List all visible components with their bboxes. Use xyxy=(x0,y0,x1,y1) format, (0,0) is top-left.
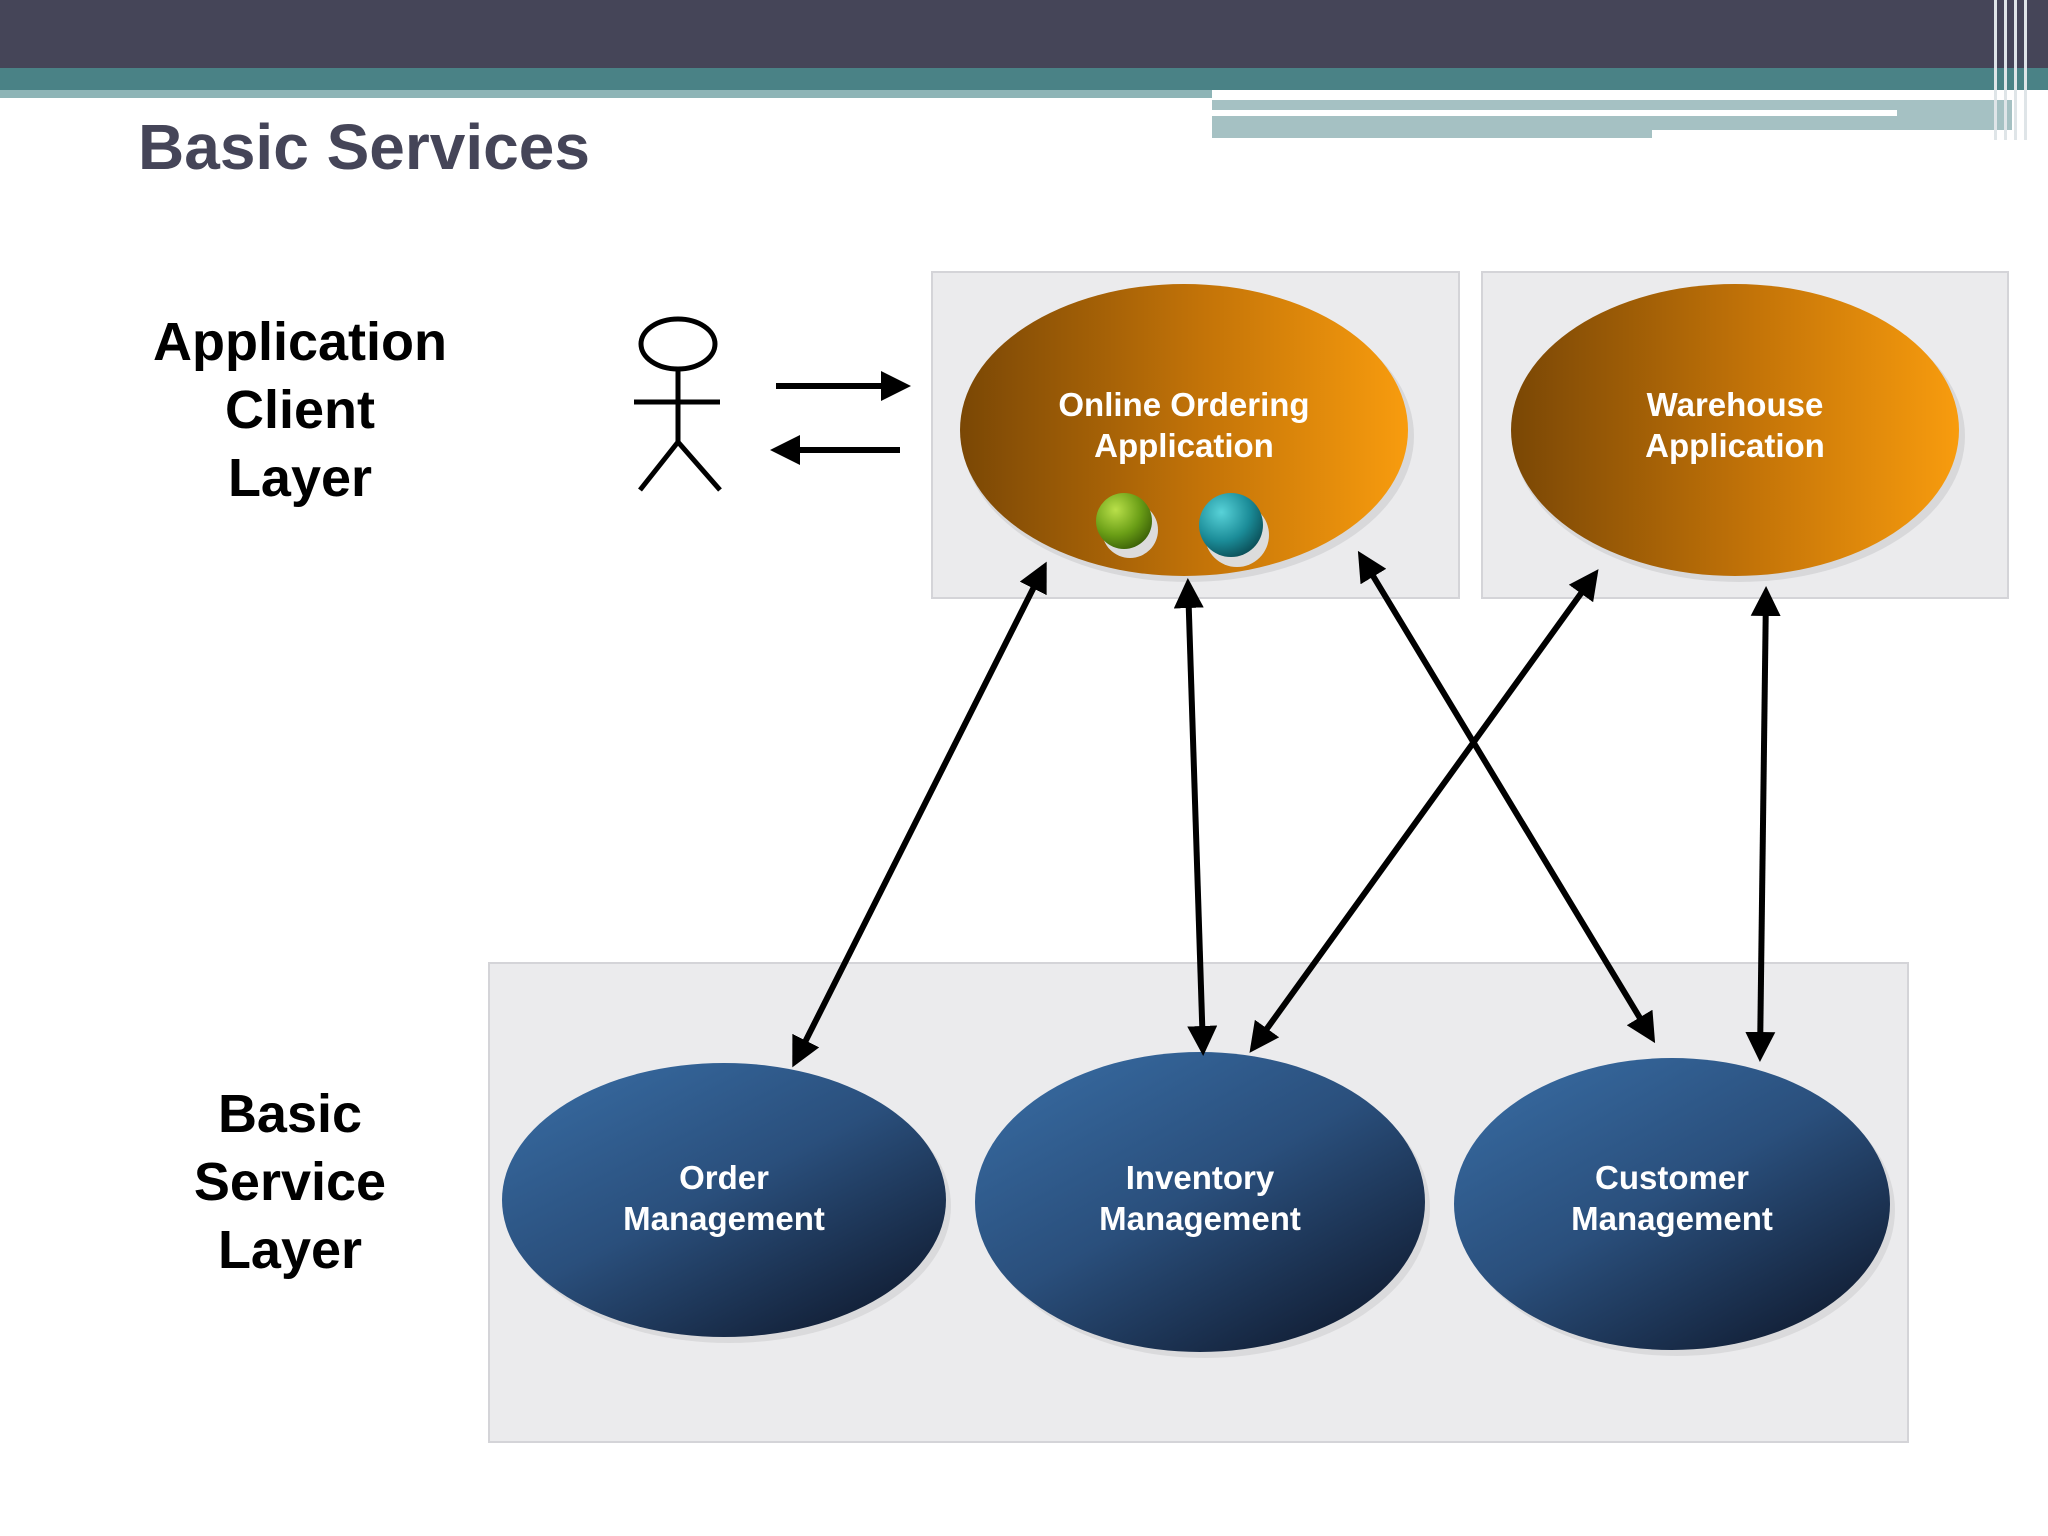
client-layer-label: Application Client Layer xyxy=(153,312,447,508)
stick-figure-user-icon xyxy=(634,316,722,492)
customer-mgmt-label: Customer Management xyxy=(1571,1159,1773,1237)
order-mgmt-label: Order Management xyxy=(623,1159,825,1237)
arrow-online-inventory xyxy=(1173,578,1218,1056)
inventory-mgmt-label: Inventory Management xyxy=(1099,1159,1301,1237)
header-dark-bar xyxy=(0,0,2048,68)
teal-circle-icon xyxy=(1199,493,1263,557)
arrow-online-order xyxy=(792,561,1047,1068)
slide-title: Basic Services xyxy=(138,111,590,183)
customer-mgmt-node xyxy=(1454,1058,1890,1350)
header-vertical-lines xyxy=(1986,0,2048,140)
green-circle-icon xyxy=(1096,493,1152,549)
service-layer-label: Basic Service Layer xyxy=(193,1084,387,1280)
header-accent-line-2 xyxy=(1652,130,2012,140)
header-teal-bar xyxy=(0,68,2048,90)
warehouse-app-label: Warehouse Application xyxy=(1645,386,1825,464)
order-mgmt-node xyxy=(502,1063,946,1337)
arrow-warehouse-customer xyxy=(1745,586,1781,1062)
warehouse-app-node xyxy=(1511,284,1959,576)
header-light-stripe xyxy=(0,90,1212,98)
online-ordering-app-label: Online Ordering Application xyxy=(1058,386,1310,464)
online-ordering-app-node xyxy=(960,284,1408,576)
arrow-warehouse-inventory xyxy=(1249,569,1599,1053)
inventory-mgmt-node xyxy=(975,1052,1425,1352)
header-accent-line xyxy=(1212,110,1897,116)
